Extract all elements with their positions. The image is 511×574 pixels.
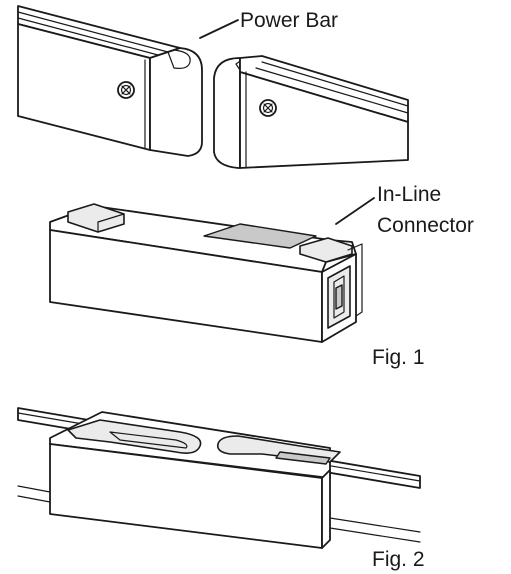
connector-label-line1: In-Line xyxy=(377,183,441,206)
power-bar-leader-line xyxy=(199,19,239,39)
inline-connector xyxy=(49,203,363,343)
connector-label-line2: Connector xyxy=(377,214,474,237)
screw-icon xyxy=(259,99,277,117)
power-bar-label: Power Bar xyxy=(240,9,338,32)
connector-leader-line xyxy=(335,197,375,225)
power-bar-right xyxy=(213,55,409,169)
fig2-caption: Fig. 2 xyxy=(372,548,425,571)
fig1-caption: Fig. 1 xyxy=(372,346,425,369)
power-bar-left xyxy=(17,5,203,157)
assembled-connector xyxy=(17,407,421,549)
screw-icon xyxy=(117,81,135,99)
